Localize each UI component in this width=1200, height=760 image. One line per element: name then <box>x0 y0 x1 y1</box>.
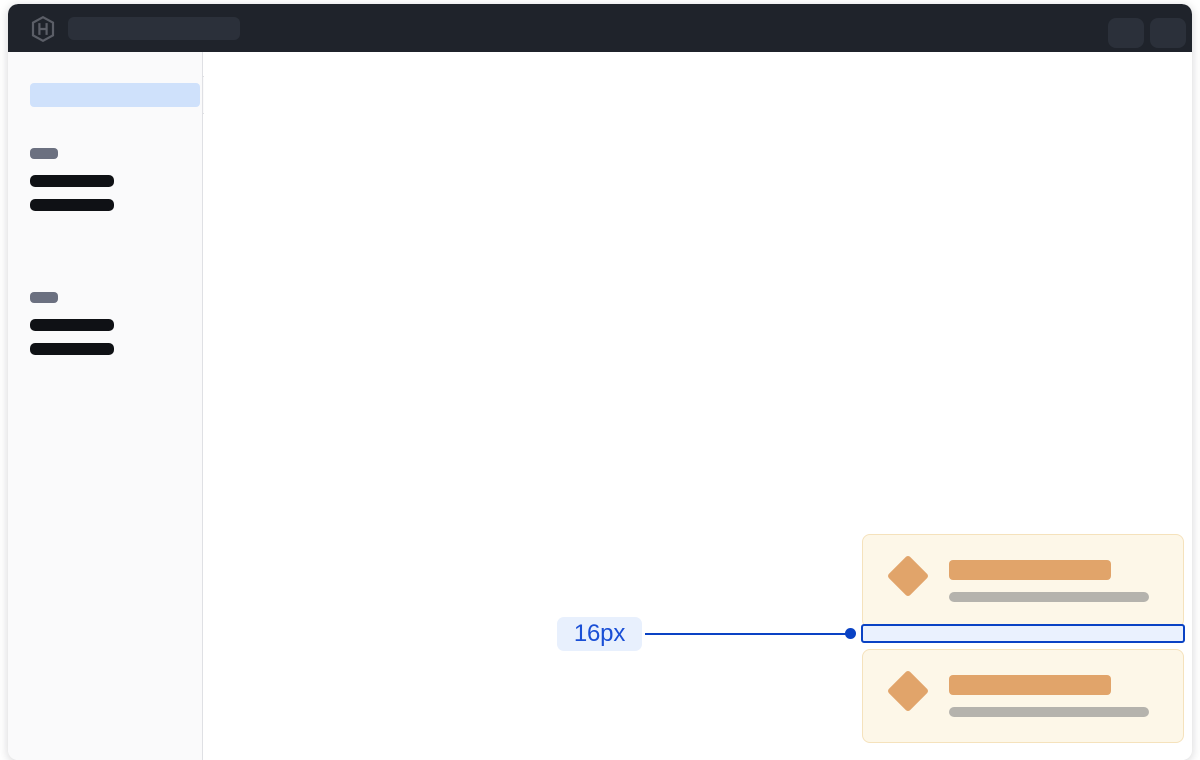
spacing-gap-highlight <box>861 624 1185 643</box>
sidebar-group-2 <box>30 292 114 367</box>
card-subtitle <box>949 592 1149 602</box>
nav-action-button-2[interactable] <box>1150 18 1186 48</box>
search-input[interactable] <box>68 17 240 40</box>
content-card[interactable] <box>862 649 1184 743</box>
sidebar-group-label <box>30 292 58 303</box>
sidebar <box>8 52 203 760</box>
spacing-value-chip: 16px <box>557 617 642 651</box>
sidebar-item-2-1[interactable] <box>30 319 114 331</box>
sidebar-group-label <box>30 148 58 159</box>
sidebar-item-active[interactable] <box>30 83 200 107</box>
diamond-icon <box>886 669 930 713</box>
app-window: 16px <box>8 4 1192 760</box>
card-title <box>949 560 1111 580</box>
diamond-icon <box>886 554 930 598</box>
sidebar-item-1-1[interactable] <box>30 175 114 187</box>
spacing-leader-line <box>645 633 851 635</box>
hexagon-h-logo-icon[interactable] <box>30 15 56 43</box>
spacing-leader-endpoint-dot <box>845 628 856 639</box>
top-nav-bar <box>8 4 1192 52</box>
sidebar-item-1-2[interactable] <box>30 199 114 211</box>
card-title <box>949 675 1111 695</box>
sidebar-item-2-2[interactable] <box>30 343 114 355</box>
nav-action-button-1[interactable] <box>1108 18 1144 48</box>
content-card[interactable] <box>862 534 1184 628</box>
card-subtitle <box>949 707 1149 717</box>
sidebar-group-1 <box>30 148 114 223</box>
